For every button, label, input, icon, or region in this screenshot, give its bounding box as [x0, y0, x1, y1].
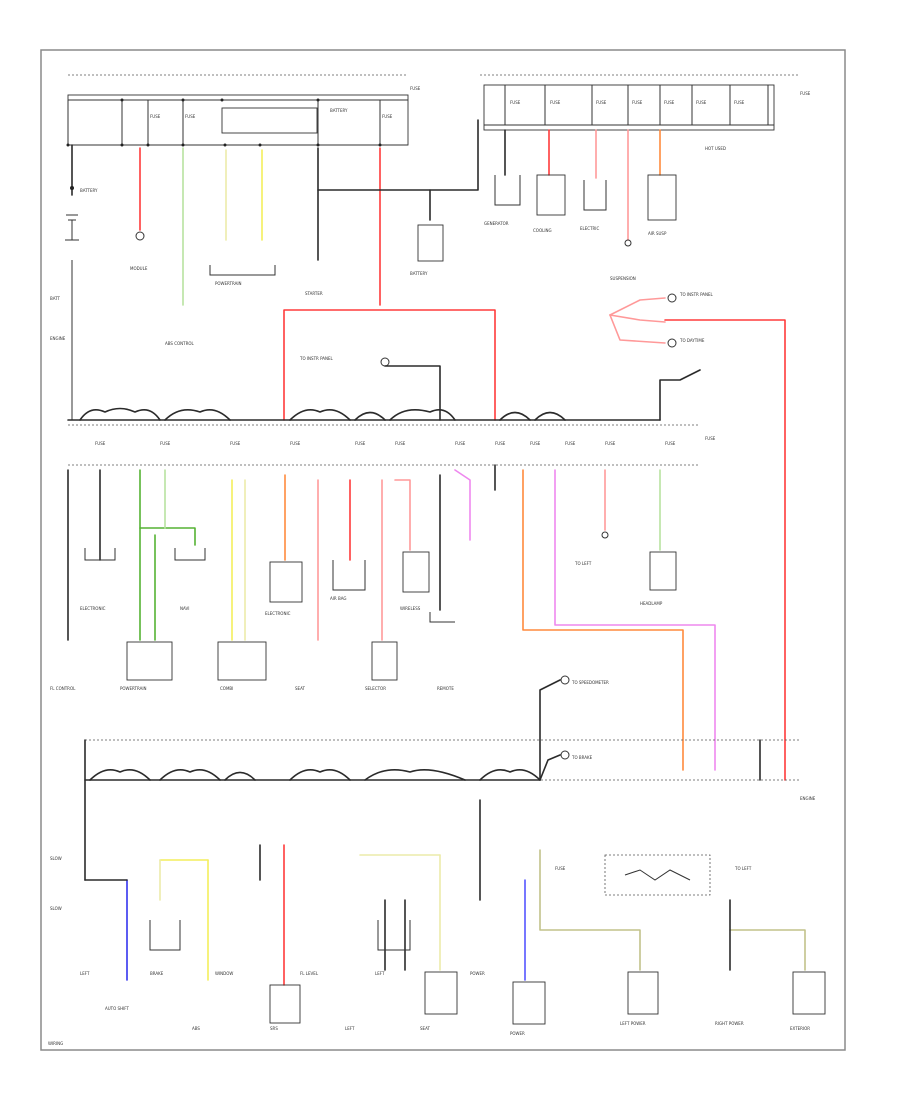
svg-text:FUSE: FUSE	[410, 86, 421, 91]
violet-long-wire	[554, 469, 716, 771]
svg-text:LEFT: LEFT	[80, 971, 90, 976]
svg-text:LEFT: LEFT	[375, 971, 385, 976]
svg-text:AIR SUSP: AIR SUSP	[648, 231, 667, 236]
svg-text:TO SPEEDOMETER: TO SPEEDOMETER	[571, 680, 609, 685]
orange-long-wire	[522, 469, 684, 771]
top-right-fuse-box: FUSE FUSE FUSE FUSE FUSE FUSE FUSE HOT U…	[480, 74, 811, 151]
svg-text:FUSE: FUSE	[185, 114, 196, 119]
svg-text:BATTERY: BATTERY	[410, 271, 428, 276]
svg-text:FUSE: FUSE	[632, 100, 643, 105]
svg-text:FUSE: FUSE	[696, 100, 707, 105]
svg-text:HOT USED: HOT USED	[705, 146, 726, 151]
middle-bus-drops	[67, 464, 716, 771]
top-left-fuse-box: FUSE FUSE FUSE BATTERY FUSE	[66, 74, 421, 147]
svg-text:FUSE: FUSE	[705, 436, 716, 441]
svg-text:FUSE: FUSE	[550, 100, 561, 105]
svg-text:COMBI: COMBI	[220, 686, 233, 691]
svg-text:TO INSTR PANEL: TO INSTR PANEL	[679, 292, 713, 297]
svg-text:STARTER: STARTER	[305, 291, 323, 296]
svg-text:FUSE: FUSE	[230, 441, 241, 446]
svg-text:WINDOW: WINDOW	[215, 971, 233, 976]
svg-text:FUSE: FUSE	[150, 114, 161, 119]
svg-text:TO LEFT: TO LEFT	[734, 866, 752, 871]
svg-text:SUSPENSION: SUSPENSION	[610, 276, 636, 281]
svg-text:SEAT: SEAT	[420, 1026, 430, 1031]
red-bridge	[283, 309, 496, 421]
svg-text:SRS: SRS	[270, 1026, 278, 1031]
svg-text:FUSE: FUSE	[565, 441, 576, 446]
svg-text:FUSE: FUSE	[290, 441, 301, 446]
svg-text:EXTERIOR: EXTERIOR	[790, 1026, 810, 1031]
svg-text:FUSE: FUSE	[510, 100, 521, 105]
svg-text:FUSE: FUSE	[800, 91, 811, 96]
svg-text:POWERTRAIN: POWERTRAIN	[120, 686, 147, 691]
svg-text:ABS: ABS	[192, 1026, 200, 1031]
violet-wire-mid	[454, 469, 471, 541]
svg-text:GENERATOR: GENERATOR	[484, 221, 509, 226]
svg-text:WIRING: WIRING	[48, 1041, 63, 1046]
svg-text:FUSE: FUSE	[665, 441, 676, 446]
pink-right-loop	[609, 297, 666, 316]
svg-text:HEADLAMP: HEADLAMP	[640, 601, 663, 606]
svg-text:POWER: POWER	[510, 1031, 525, 1036]
svg-text:BATT: BATT	[50, 296, 61, 301]
svg-text:FUSE: FUSE	[596, 100, 607, 105]
svg-text:ELECTRONIC: ELECTRONIC	[265, 611, 291, 616]
svg-text:FUSE: FUSE	[664, 100, 675, 105]
svg-text:WIRELESS: WIRELESS	[400, 606, 421, 611]
svg-text:BATTERY: BATTERY	[330, 108, 348, 113]
svg-text:TO BRAKE: TO BRAKE	[571, 755, 593, 760]
svg-text:FUSE: FUSE	[734, 100, 745, 105]
svg-text:AIR BAG: AIR BAG	[330, 596, 346, 601]
svg-text:FUSE: FUSE	[455, 441, 466, 446]
svg-text:REMOTE: REMOTE	[437, 686, 454, 691]
svg-text:FUSE: FUSE	[355, 441, 366, 446]
svg-text:FUSE: FUSE	[395, 441, 406, 446]
svg-text:SLOW: SLOW	[50, 906, 62, 911]
svg-text:FUSE: FUSE	[95, 441, 106, 446]
diagram-border	[40, 49, 846, 1051]
svg-text:BRAKE: BRAKE	[150, 971, 164, 976]
svg-text:FUSE: FUSE	[382, 114, 393, 119]
svg-text:TO DAYTIME: TO DAYTIME	[679, 338, 705, 343]
svg-text:MODULE: MODULE	[130, 266, 148, 271]
lower-drops	[84, 799, 806, 986]
svg-text:ENGINE: ENGINE	[800, 796, 816, 801]
svg-text:FUSE: FUSE	[555, 866, 566, 871]
svg-text:ELECTRIC: ELECTRIC	[580, 226, 599, 231]
lower-components: SLOW SLOW LEFT AUTO SHIFT BRAKE ABS WIND…	[48, 854, 826, 1046]
svg-text:LEFT POWER: LEFT POWER	[620, 1021, 646, 1026]
svg-text:ELECTRONIC: ELECTRONIC	[80, 606, 106, 611]
middle-components: FL CONTROL ELECTRONIC NAVI POWERTRAIN CO…	[50, 531, 677, 691]
svg-text:FUSE: FUSE	[160, 441, 171, 446]
tan-wire-right	[729, 929, 806, 971]
svg-text:FUSE: FUSE	[530, 441, 541, 446]
svg-text:TO LEFT: TO LEFT	[574, 561, 592, 566]
svg-text:RIGHT POWER: RIGHT POWER	[715, 1021, 744, 1026]
red-right-vertical	[664, 319, 786, 781]
svg-text:POWERTRAIN: POWERTRAIN	[215, 281, 242, 286]
svg-text:SLOW: SLOW	[50, 856, 62, 861]
svg-text:LEFT: LEFT	[345, 1026, 355, 1031]
svg-text:AUTO SHIFT: AUTO SHIFT	[105, 1006, 129, 1011]
svg-text:TO INSTR PANEL: TO INSTR PANEL	[299, 356, 333, 361]
svg-text:BATTERY: BATTERY	[80, 188, 98, 193]
middle-fuse-bus: FUSE FUSE FUSE FUSE FUSE FUSE FUSE FUSE …	[67, 369, 716, 466]
svg-text:SEAT: SEAT	[295, 686, 305, 691]
svg-text:ABS CONTROL: ABS CONTROL	[165, 341, 195, 346]
svg-text:NAVI: NAVI	[180, 606, 189, 611]
svg-text:FUSE: FUSE	[605, 441, 616, 446]
lower-bus: TO SPEEDOMETER TO BRAKE ENGINE FUSE	[84, 675, 816, 881]
svg-text:SELECTOR: SELECTOR	[365, 686, 386, 691]
svg-text:ENGINE: ENGINE	[50, 336, 66, 341]
svg-text:COOLING: COOLING	[533, 228, 552, 233]
svg-text:POWER: POWER	[470, 971, 485, 976]
tan-wire	[539, 849, 641, 971]
generator-feed	[317, 189, 431, 221]
svg-text:FUSE: FUSE	[495, 441, 506, 446]
svg-text:FL CONTROL: FL CONTROL	[50, 686, 76, 691]
battery-circuit: BATTERY BATT ENGINE	[50, 144, 98, 420]
svg-text:FL LEVEL: FL LEVEL	[300, 971, 319, 976]
